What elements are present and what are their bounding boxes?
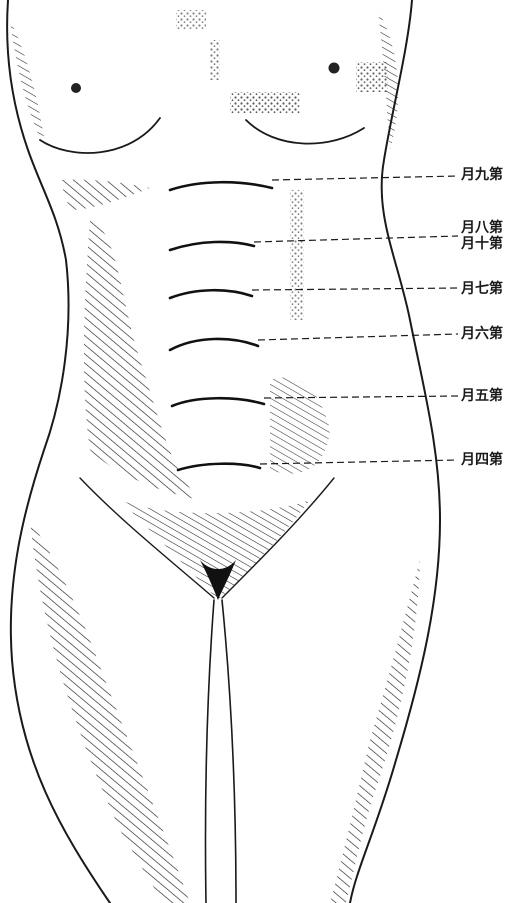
left-nipple [71,83,81,93]
chest [10,10,398,153]
label-month-4: 月四第 [460,451,503,468]
fundal-height-curves [170,182,272,470]
label-month-6: 月六第 [460,325,503,342]
month-labels: 月九第 月八第 月十第 月七第 月六第 月五第 月四第 [460,166,503,468]
label-month-8: 月八第 [460,219,503,236]
label-month-5: 月五第 [460,387,503,404]
right-nipple [329,63,340,74]
fundus-month-9 [170,182,272,190]
fundus-month-4 [178,464,260,470]
leader-month-9 [272,176,458,180]
label-month-9: 月九第 [460,166,503,183]
fundus-month-5 [172,398,264,406]
label-month-10: 月十第 [460,235,503,252]
label-month-7: 月七第 [460,280,503,297]
leader-month-7 [252,288,458,290]
leader-month-6 [258,334,458,340]
pubic-region [120,500,310,600]
fundus-month-8-10 [170,242,254,250]
fundus-month-7 [170,290,252,298]
leader-month-8-10 [254,236,458,242]
fundus-month-6 [170,339,258,350]
